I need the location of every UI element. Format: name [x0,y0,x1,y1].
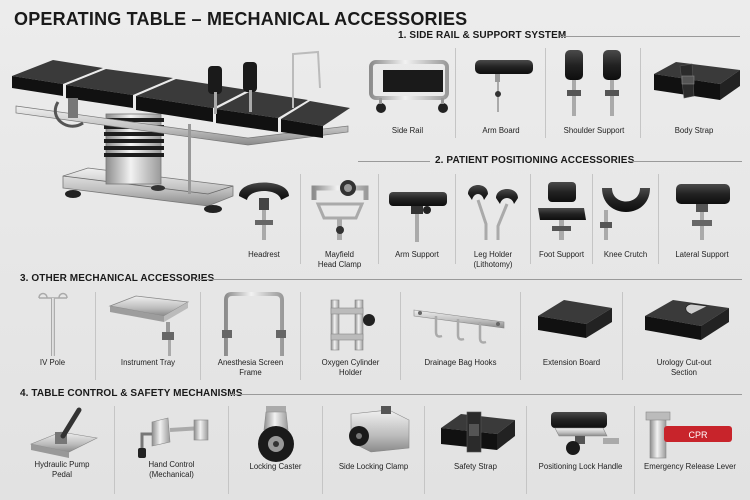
foot-support-label: Foot Support [538,250,585,259]
headrest-icon [239,182,289,240]
extension-board-label: Extension Board [542,358,601,367]
lateral-support-item: Lateral Support [659,174,745,270]
emergency-lever-icon: CPR [645,411,732,459]
section-3-title: 3. OTHER MECHANICAL ACCESSORIES [20,273,215,284]
knee-crutch-icon [599,188,650,240]
arm-support-icon [389,192,447,242]
extension-board-icon [537,300,612,338]
leg-holder-item: Leg Holder(Lithotomy) [456,174,530,270]
lock-handle-icon [550,412,619,455]
section-1-rule [560,36,740,37]
side-rail-label: Side Rail [391,126,424,135]
body-strap-label: Body Strap [674,126,714,135]
extension-board-item: Extension Board [521,290,622,382]
side-locking-clamp-item: Side Locking Clamp [323,404,424,498]
hand-control-label: Hand Control(Mechanical) [148,460,195,479]
drainage-bag-hooks-item: Drainage Bag Hooks [401,290,520,382]
positioning-lock-handle-item: Positioning Lock Handle [527,404,634,498]
arm-board-item: Arm Board [458,48,544,140]
foot-support-icon [537,182,586,240]
arm-board-icon [475,60,533,112]
hand-control-item: Hand Control(Mechanical) [115,404,228,498]
hand-crank-icon [137,417,208,458]
knee-crutch-item: Knee Crutch [593,174,658,270]
knee-crutch-label: Knee Crutch [603,250,648,259]
anesthesia-frame-icon [221,292,286,356]
section-1-title: 1. SIDE RAIL & SUPPORT SYSTEM [398,30,567,41]
pump-pedal-icon [29,407,98,458]
body-strap-item: Body Strap [643,48,745,140]
leg-holder-label: Leg Holder(Lithotomy) [473,250,513,269]
shoulder-support-label: Shoulder Support [563,126,625,135]
lateral-support-label: Lateral Support [675,250,729,259]
emergency-release-lever-item: CPR Emergency Release Lever [635,404,745,498]
safety-strap-icon [440,411,515,453]
iv-pole-icon [37,292,68,356]
oxygen-holder-icon [330,299,375,351]
arm-support-label: Arm Support [395,250,439,259]
safety-strap-label: Safety Strap [454,462,497,471]
arm-board-label: Arm Board [482,126,520,135]
cpr-text: CPR [688,430,708,440]
side-rail-item: Side Rail [360,48,455,140]
locking-caster-item: Locking Caster [229,404,322,498]
side-clamp-icon [348,406,409,453]
operating-table-illustration [8,38,353,223]
shoulder-support-icon [565,50,621,116]
instrument-tray-item: Instrument Tray [96,290,200,382]
drainage-bag-hooks-label: Drainage Bag Hooks [424,358,497,367]
headrest-item: Headrest [228,174,300,270]
emergency-release-lever-label: Emergency Release Lever [644,462,736,471]
section-2-rule [630,161,742,162]
instrument-tray-label: Instrument Tray [120,358,176,367]
instrument-tray-icon [108,295,190,356]
side-locking-clamp-label: Side Locking Clamp [338,462,409,471]
shoulder-support-item: Shoulder Support [548,46,640,140]
section-4-title: 4. TABLE CONTROL & SAFETY MECHANISMS [20,388,243,399]
safety-strap-item: Safety Strap [425,404,526,498]
section-2-title: 2. PATIENT POSITIONING ACCESSORIES [435,155,635,166]
arm-support-item: Arm Support [379,174,455,270]
iv-pole-label: IV Pole [39,358,66,367]
body-strap-icon [654,62,740,100]
mayfield-clamp-icon [311,180,368,240]
foot-support-item: Foot Support [531,174,592,270]
locking-caster-icon [257,406,294,462]
page-title: OPERATING TABLE – MECHANICAL ACCESSORIES [14,9,468,29]
leg-holder-icon [468,185,518,240]
headrest-label: Headrest [248,250,280,259]
locking-caster-label: Locking Caster [249,462,302,471]
drainage-hooks-icon [413,309,504,344]
positioning-lock-handle-label: Positioning Lock Handle [538,462,623,471]
section-3-rule [196,279,742,280]
urology-cutout-icon [645,300,729,340]
side-rail-icon [368,60,449,113]
lateral-support-icon [676,184,730,240]
iv-pole-item: IV Pole [10,290,95,382]
section-4-rule [230,394,742,395]
